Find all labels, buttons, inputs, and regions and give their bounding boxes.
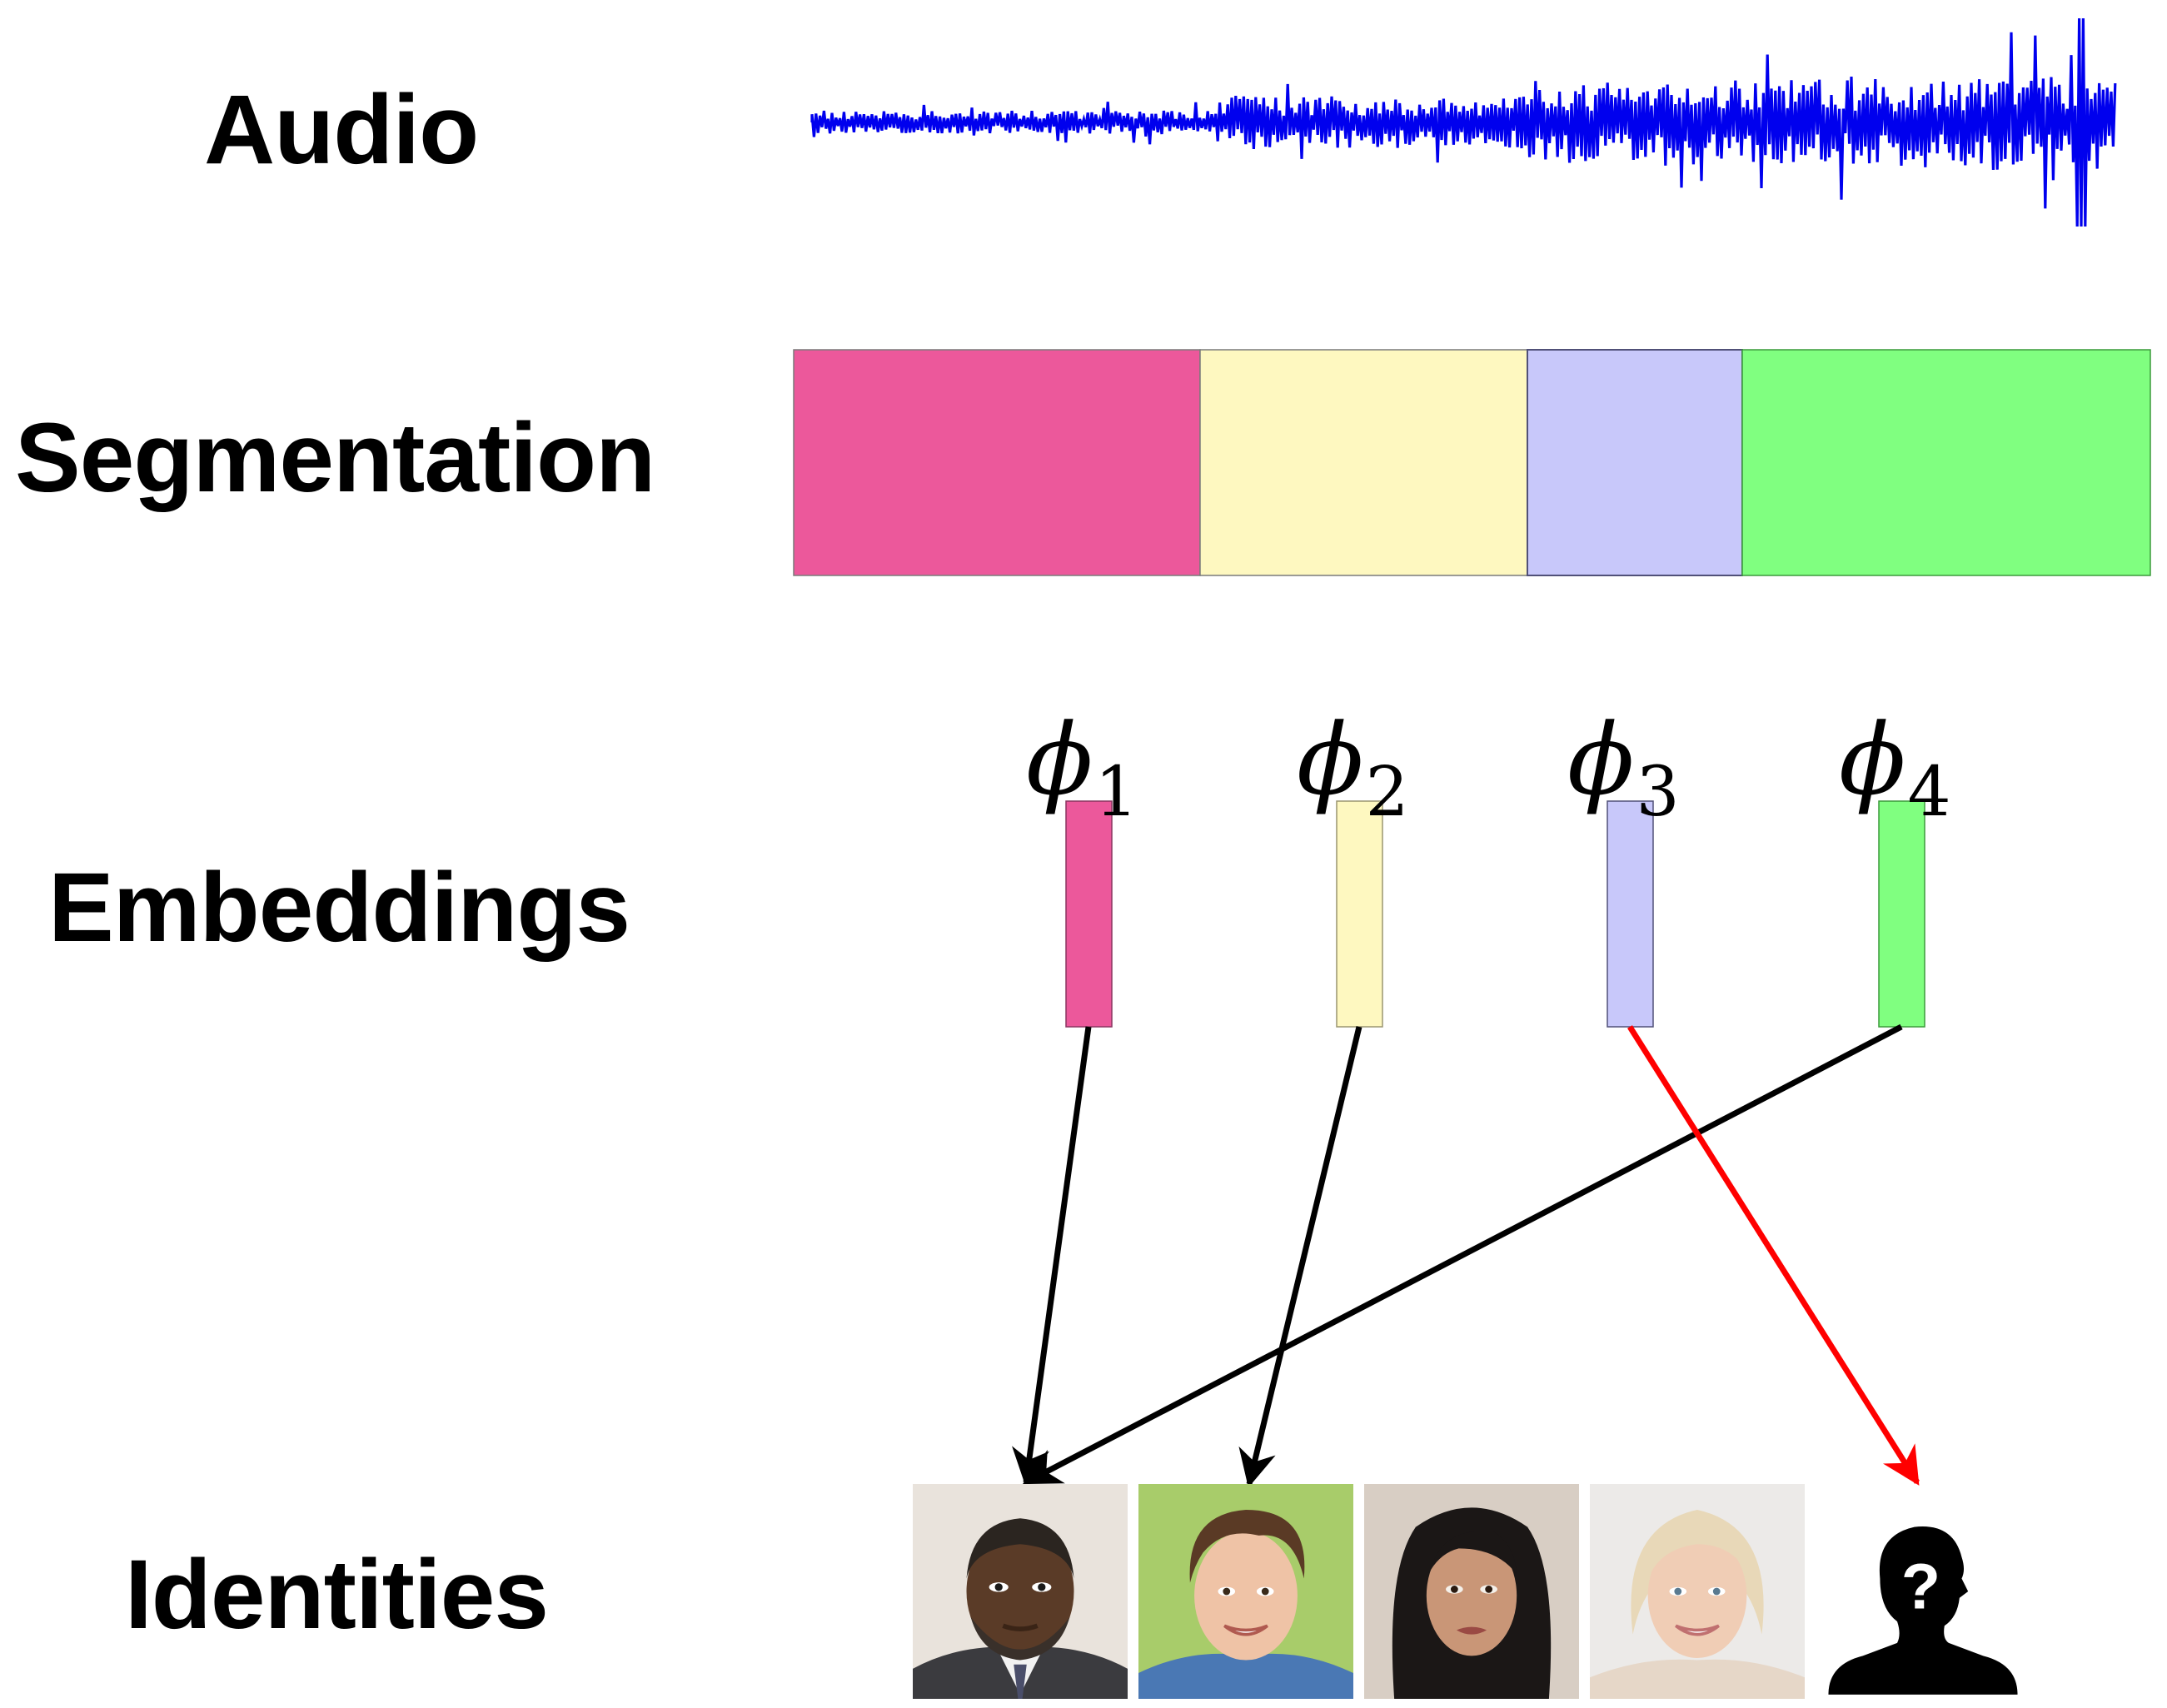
embedding-bars <box>1065 800 1925 1028</box>
identity-4 <box>1590 1484 1805 1699</box>
svg-text:?: ? <box>1901 1551 1940 1623</box>
face-photo-woman-blonde-icon <box>1590 1484 1805 1699</box>
embedding-bar-3 <box>1607 800 1654 1028</box>
arrow-embedding-1-to-identity-1 <box>1012 1026 1092 1486</box>
arrow-embedding-3-to-unknown <box>1627 1025 1920 1486</box>
identity-3 <box>1364 1484 1579 1699</box>
segmentation-label: Segmentation <box>15 403 655 513</box>
arrow-embedding-2-to-identity-2 <box>1238 1026 1362 1488</box>
segmentation-bar <box>793 349 2151 576</box>
audio-waveform <box>810 17 2117 227</box>
identity-1 <box>913 1484 1128 1699</box>
assignment-arrows <box>1012 1023 1920 1488</box>
arrow-embedding-4-to-identity-1 <box>1022 1023 1903 1486</box>
embedding-symbol-3: ϕ3 <box>1567 702 1680 833</box>
unknown-person-silhouette-icon: ? <box>1828 1526 2018 1695</box>
identity-2 <box>1138 1484 1353 1699</box>
embedding-symbol-2: ϕ2 <box>1297 702 1409 833</box>
audio-label: Audio <box>204 75 479 185</box>
face-photo-man-suit-icon <box>913 1484 1128 1699</box>
face-photo-young-man-icon <box>1138 1484 1353 1699</box>
segment-4 <box>1741 349 2151 576</box>
identities-label: Identities <box>125 1540 549 1650</box>
segment-3 <box>1527 349 1743 576</box>
embedding-symbol-1: ϕ1 <box>1026 702 1138 833</box>
embedding-bar-1 <box>1065 800 1113 1028</box>
embedding-symbol-4: ϕ4 <box>1839 702 1951 833</box>
face-photo-woman-dark-hair-icon <box>1364 1484 1579 1699</box>
segment-1 <box>793 349 1201 576</box>
embeddings-label: Embeddings <box>48 853 630 963</box>
embedding-bar-2 <box>1336 800 1383 1028</box>
segment-2 <box>1199 349 1528 576</box>
identity-unknown: ? <box>1828 1526 2018 1695</box>
embedding-bar-4 <box>1878 800 1925 1028</box>
